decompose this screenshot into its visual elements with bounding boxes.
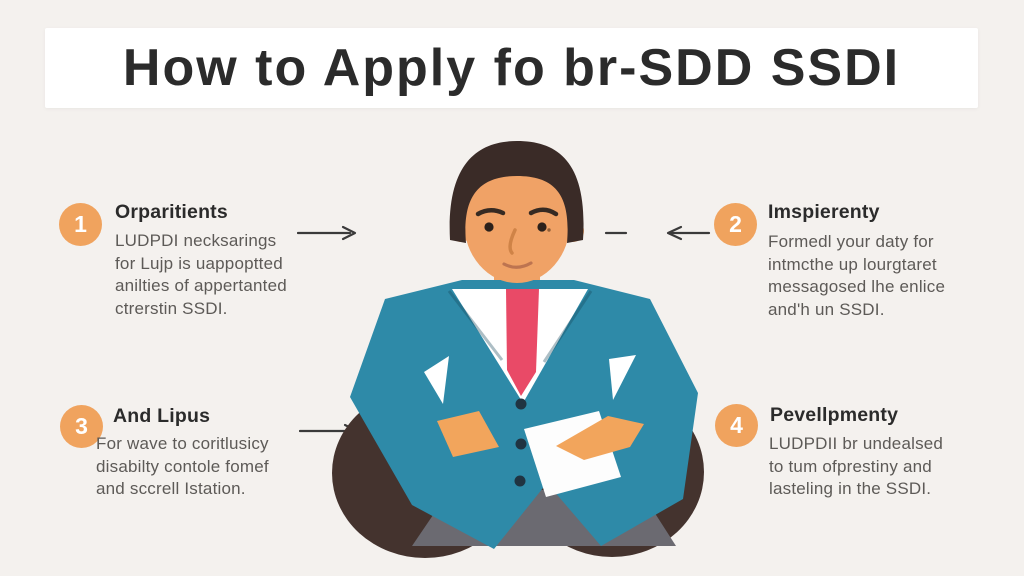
- right-hand: [556, 416, 644, 460]
- step-2-badge: 2: [714, 203, 757, 246]
- left-eyebrow: [475, 208, 506, 217]
- step-3-body: For wave to coritlusicy disabilty contol…: [96, 433, 269, 501]
- step-2-body: Formedl your daty for intmcthe up lourgt…: [768, 231, 945, 321]
- step-body-line: For wave to coritlusicy: [96, 434, 269, 453]
- step-1-heading: Orparitients: [115, 201, 228, 223]
- step-body-line: and'h un SSDI.: [768, 299, 885, 319]
- step-body-line: ctrerstin SSDI.: [115, 298, 228, 318]
- step-body-line: messagosed lhe enlice: [768, 277, 946, 296]
- page-title: How to Apply fo br-SDD SSDI: [122, 39, 901, 97]
- step-3-number: 3: [75, 413, 88, 439]
- step-body-line: LUDPDI necksarings: [115, 231, 277, 250]
- lapel-left: [447, 290, 504, 361]
- nose: [508, 228, 517, 255]
- step-4-body: LUDPDII br undealsed to tum ofprestiny a…: [769, 433, 943, 501]
- title-band: How to Apply fo br-SDD SSDI: [45, 28, 978, 108]
- step-2-number: 2: [729, 211, 742, 237]
- lapel-right: [542, 290, 593, 363]
- step-body-line: intmcthe up lourgtaret: [768, 254, 937, 274]
- arrow-right-icon: [297, 225, 357, 241]
- step-body-line: LUDPDII br undealsed: [769, 434, 944, 453]
- step-body-line: and sccrell Istation.: [96, 479, 246, 498]
- mouth: [502, 261, 533, 269]
- step-4-heading: Pevellpmenty: [770, 404, 899, 426]
- cuff-right: [609, 355, 636, 400]
- arrow-left-icon: [604, 225, 711, 241]
- step-4-badge: 4: [715, 404, 758, 447]
- step-body-line: Formedl your daty for: [768, 232, 934, 251]
- step-3-badge: 3: [60, 405, 103, 448]
- right-eyebrow: [528, 207, 559, 217]
- cuff-left: [424, 356, 449, 404]
- step-body-line: lasteling in the SSDI.: [769, 479, 932, 498]
- step-1-number: 1: [74, 211, 87, 237]
- left-hand: [437, 411, 499, 457]
- step-2-heading: Imspierenty: [768, 201, 880, 223]
- jacket-button: [514, 475, 526, 487]
- step-body-line: disabilty contole fomef: [96, 456, 269, 476]
- face: [464, 161, 570, 283]
- cheek-mole: [547, 228, 551, 232]
- jacket-button: [515, 438, 527, 450]
- step-body-line: anilties of appertanted: [115, 276, 287, 295]
- step-body-line: to tum ofprestiny and: [769, 456, 932, 476]
- suit-jacket: [350, 280, 698, 549]
- necktie: [506, 289, 539, 396]
- step-3-heading: And Lipus: [113, 405, 211, 427]
- right-eye: [537, 222, 547, 232]
- step-body-line: for Lujp is uappoptted: [115, 253, 283, 273]
- step-1-body: LUDPDI necksarings for Lujp is uappoptte…: [115, 230, 287, 320]
- jacket-button: [515, 398, 527, 410]
- hair: [449, 141, 584, 243]
- step-4-number: 4: [730, 412, 743, 438]
- step-1-badge: 1: [59, 203, 102, 246]
- businessman-holding-document-illustration: [332, 141, 704, 558]
- left-eye: [484, 222, 494, 232]
